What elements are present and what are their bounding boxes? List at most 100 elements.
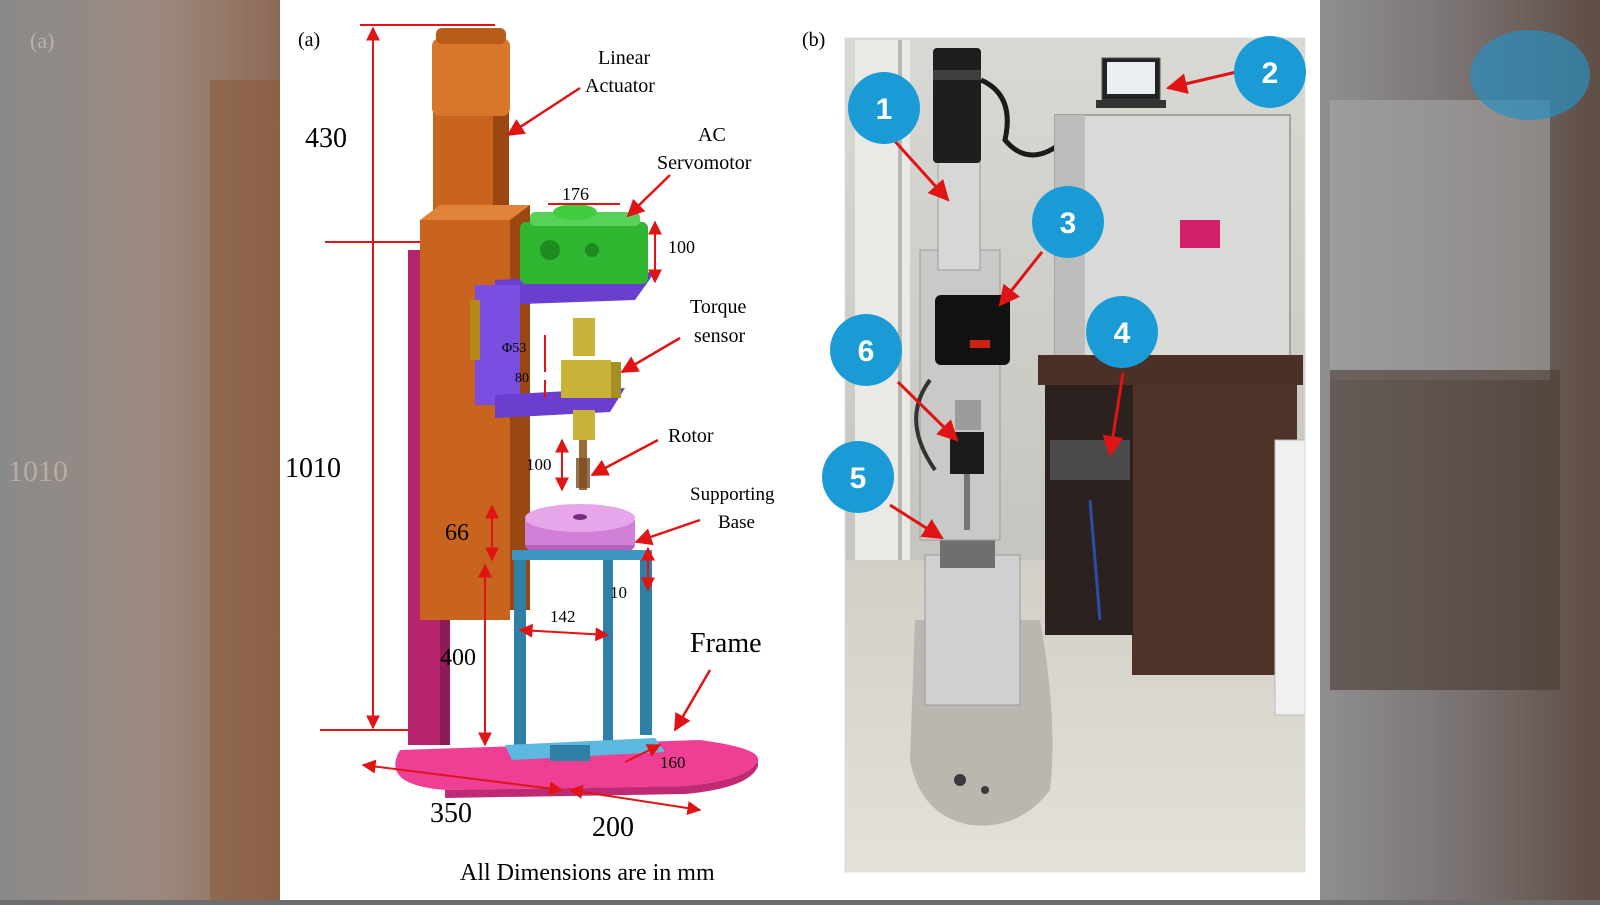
panel-a-label: (a)	[298, 29, 320, 51]
callout-6-circle	[830, 314, 902, 386]
callout-4-circle	[1086, 296, 1158, 368]
desk-cable	[1088, 499, 1102, 621]
dim-100-motor-label: 100	[668, 237, 695, 257]
support-leg-left	[514, 560, 526, 745]
pointer-frame	[673, 669, 712, 732]
whiteboard-edge	[1274, 439, 1306, 716]
rig-motor-cable	[979, 77, 1067, 158]
callout-3-text: 3	[1060, 207, 1077, 240]
rig-vertical-plate	[919, 249, 1001, 541]
pointer-linear-actuator	[506, 86, 581, 137]
dim-line-142	[518, 623, 610, 642]
rig-motor-band	[933, 70, 981, 80]
actuator-upper-body	[433, 110, 493, 220]
rig-rotor-shaft	[964, 474, 970, 530]
rig-motor-top	[933, 48, 981, 163]
blurred-background-right	[1320, 0, 1600, 900]
blurred-panel-label: (a)	[30, 28, 55, 53]
coupling-lower	[573, 410, 595, 440]
label-supporting-2: Base	[718, 512, 755, 533]
arrow-6	[896, 380, 959, 442]
servo-motor-detail	[540, 240, 560, 260]
actuator-lower-top	[420, 205, 530, 220]
label-torque-1: Torque	[690, 296, 746, 318]
arrow-5	[889, 503, 944, 540]
servo-motor-detail-2	[585, 243, 599, 257]
servo-motor-body	[520, 222, 648, 284]
laptop-screen-inner	[1107, 62, 1155, 94]
dim-400-label: 400	[440, 645, 476, 671]
dim-line-160	[624, 744, 662, 763]
coupling-upper	[573, 318, 595, 356]
dim-53-label: Φ53	[502, 341, 526, 356]
desk-drive-unit	[1050, 440, 1130, 480]
pointer-ac-servomotor	[626, 174, 671, 218]
label-linear-actuator-1: Linear	[598, 47, 651, 69]
label-linear-actuator-2: Actuator	[585, 75, 655, 97]
photo-svg: (b)	[802, 29, 1306, 873]
torque-sensor-block	[561, 360, 611, 398]
pointer-arrows	[506, 86, 712, 732]
dim-10-label: 10	[610, 583, 627, 602]
pointer-supporting-base	[634, 518, 701, 546]
figure: (a) 430 1010 176 100 Φ53 80 100 66 10 14…	[280, 0, 1320, 900]
bracket-vertical	[475, 285, 520, 405]
callout-4-text: 4	[1114, 317, 1131, 350]
servo-motor-cap	[553, 204, 597, 220]
callout-3-circle	[1032, 186, 1104, 258]
blurred-background-left: (a) 1010	[0, 0, 280, 900]
dim-1010-label: 1010	[285, 453, 341, 484]
callout-5-text: 5	[850, 462, 867, 495]
desk-top	[1038, 355, 1303, 385]
desk-body	[1132, 385, 1297, 675]
arrow-1	[890, 136, 950, 202]
floor-stain-1	[954, 774, 966, 786]
arrow-2	[1165, 68, 1246, 94]
footnote: All Dimensions are in mm	[460, 860, 715, 886]
dim-line-350	[361, 759, 564, 796]
callout-5-circle	[822, 441, 894, 513]
cabinet-logo	[1180, 220, 1220, 248]
dim-200-label: 200	[592, 812, 634, 843]
rig-coupling	[955, 400, 981, 430]
callout-1-text: 1	[876, 93, 893, 126]
callout-1-circle	[848, 72, 920, 144]
rig-servo-motor	[935, 295, 1010, 365]
sample-cup-hole	[573, 514, 587, 520]
dim-80-label: 80	[515, 371, 529, 386]
support-leg-mid	[603, 560, 613, 745]
support-foot	[550, 745, 590, 761]
label-rotor: Rotor	[668, 425, 714, 447]
dim-line-200	[568, 784, 702, 816]
callout-2-circle	[1234, 36, 1306, 108]
label-supporting-1: Supporting	[690, 484, 775, 505]
dim-142-label: 142	[550, 607, 576, 626]
cad-drawing-svg: (a) 430 1010 176 100 Φ53 80 100 66 10 14…	[285, 24, 775, 886]
support-leg-right	[640, 560, 652, 735]
blurred-actuator-shape	[210, 80, 280, 900]
laptop-base	[1096, 100, 1166, 108]
panel-a-cad-drawing: (a) 430 1010 176 100 Φ53 80 100 66 10 14…	[280, 0, 800, 900]
bracket-slot	[470, 300, 480, 360]
callouts: 1 2 3 4 5 6	[822, 36, 1306, 513]
floor-stain-2	[981, 786, 989, 794]
callout-2-text: 2	[1262, 57, 1279, 90]
dim-430-label: 430	[305, 123, 347, 154]
dimension-lines	[320, 24, 702, 816]
dim-350-label: 350	[430, 798, 472, 829]
torque-sensor-side	[611, 362, 621, 398]
rotor-vanes	[576, 458, 590, 488]
callout-6-text: 6	[858, 335, 875, 368]
arrow-4	[1102, 372, 1125, 458]
blurred-dimension: 1010	[8, 455, 68, 488]
arrow-3	[998, 251, 1044, 307]
rig-actuator-column	[937, 159, 981, 271]
label-ac-servo-2: Servomotor	[657, 152, 752, 174]
blurred-callout-shape	[1470, 30, 1590, 120]
actuator-upper-side	[493, 110, 509, 220]
dim-100-rotor-label: 100	[526, 455, 552, 474]
callout-arrows	[889, 68, 1246, 540]
rig-cable-loop	[914, 378, 937, 472]
support-top-plate	[512, 550, 652, 560]
desk-shelf-area	[1045, 385, 1133, 635]
